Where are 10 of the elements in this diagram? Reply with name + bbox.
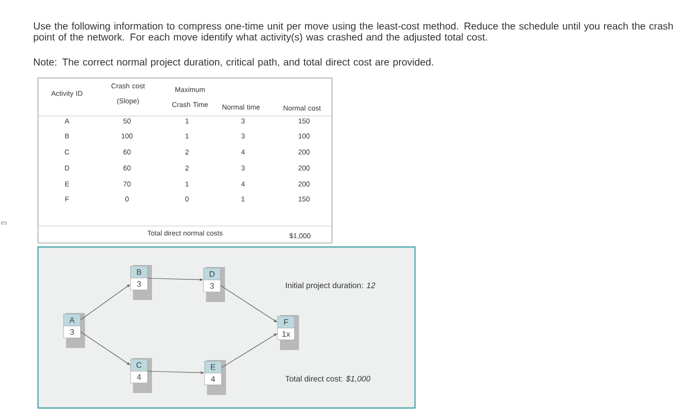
note-text: Note: The correct normal project duration, critical path, and total direct cost are provided. — [34, 58, 433, 68]
activity-box: C 4 — [130, 358, 152, 393]
activity-box: F 1x — [277, 315, 299, 350]
duration-text: Initial project duration: 12 — [286, 282, 376, 290]
activity-box: A 3 — [63, 313, 85, 348]
activity-box: E 4 — [204, 360, 226, 395]
cost-text: Total direct cost: $1,000 — [285, 376, 370, 382]
activity-box: D 3 — [203, 267, 225, 302]
instruction-text: Use the following information to compress one-time unit per move using the least-cost method. Reduce the schedule until you reach the crash point of the network. For each move identify what activity(s) was crashed and the adjusted total cost. — [34, 22, 673, 43]
activity-box: B 3 — [130, 265, 152, 300]
